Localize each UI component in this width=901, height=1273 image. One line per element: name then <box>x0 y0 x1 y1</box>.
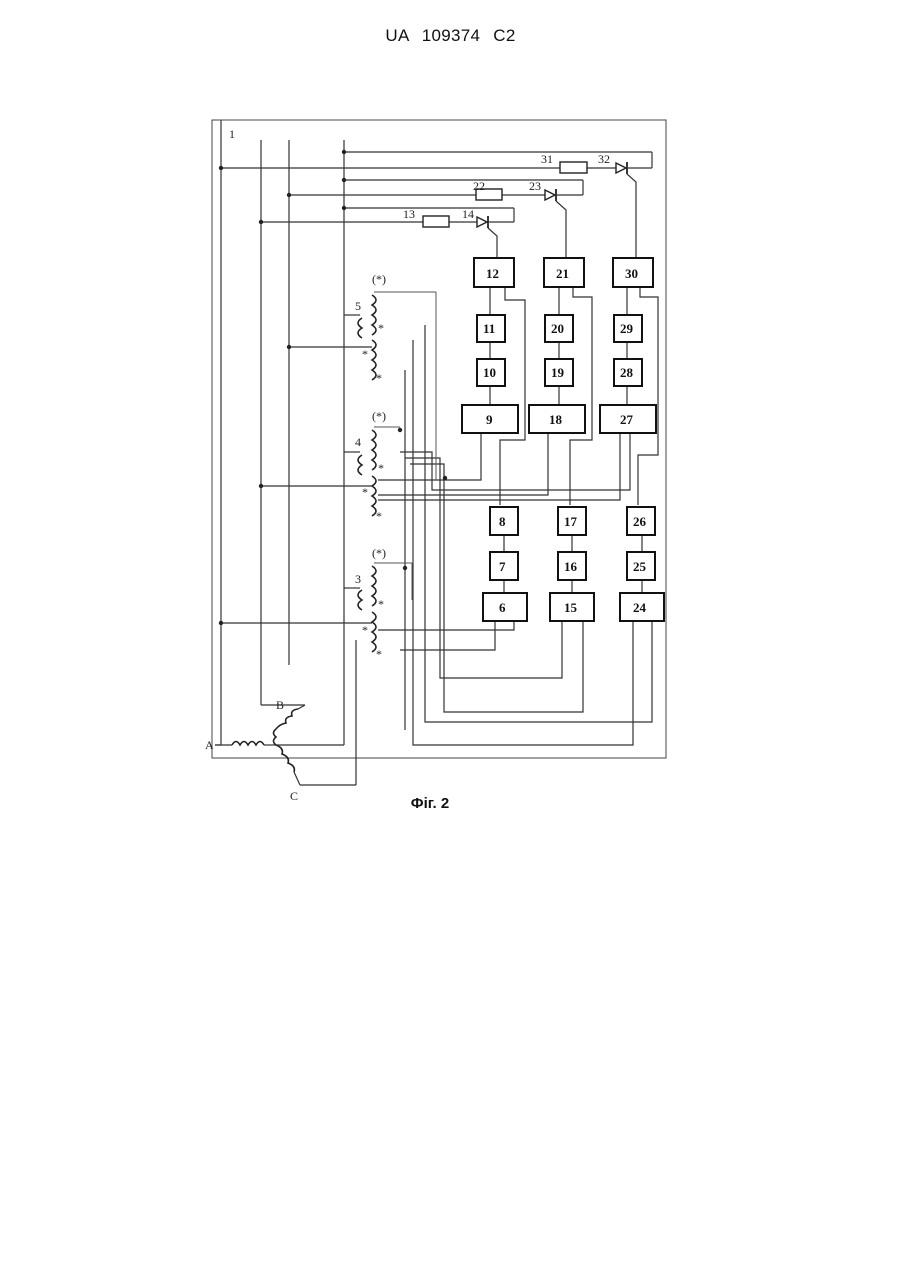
star-mark: * <box>362 485 368 499</box>
polarity-mark-4: (*) <box>372 409 386 423</box>
block-label-11: 11 <box>483 321 495 336</box>
diode-label-23: 23 <box>529 179 541 193</box>
block-label-8: 8 <box>499 514 506 529</box>
phase-label-b: B <box>276 698 284 712</box>
diode-label-14: 14 <box>462 207 474 221</box>
block-label-30: 30 <box>625 266 638 281</box>
resistor-label-22: 22 <box>473 179 485 193</box>
polarity-mark-3: (*) <box>372 546 386 560</box>
block-label-17: 17 <box>564 514 578 529</box>
block-label-28: 28 <box>620 365 634 380</box>
polarity-mark-5: (*) <box>372 272 386 286</box>
star-mark: * <box>376 509 382 523</box>
block-label-6: 6 <box>499 600 506 615</box>
diode-32 <box>616 162 627 174</box>
star-mark: * <box>378 321 384 335</box>
transformer-label-5: 5 <box>355 299 361 313</box>
star-mark: * <box>376 371 382 385</box>
frame-label: 1 <box>229 127 235 141</box>
star-mark: * <box>362 623 368 637</box>
resistor-31 <box>560 162 587 173</box>
block-label-10: 10 <box>483 365 496 380</box>
star-mark: * <box>376 647 382 661</box>
block-label-24: 24 <box>633 600 647 615</box>
phase-label-a: A <box>205 738 214 752</box>
resistor-13 <box>423 216 449 227</box>
block-label-15: 15 <box>564 600 578 615</box>
diode-label-32: 32 <box>598 152 610 166</box>
block-label-12: 12 <box>486 266 499 281</box>
transformer-label-3: 3 <box>355 572 361 586</box>
block-label-18: 18 <box>549 412 563 427</box>
three-phase-source <box>215 705 356 785</box>
block-label-9: 9 <box>486 412 493 427</box>
block-label-27: 27 <box>620 412 634 427</box>
transformer-3 <box>358 563 412 652</box>
block-label-20: 20 <box>551 321 564 336</box>
block-label-29: 29 <box>620 321 634 336</box>
block-label-21: 21 <box>556 266 569 281</box>
star-mark: * <box>378 461 384 475</box>
block-label-26: 26 <box>633 514 647 529</box>
resistor-label-13: 13 <box>403 207 415 221</box>
diode-14 <box>477 216 488 228</box>
figure-caption: Фіг. 2 <box>380 795 480 812</box>
star-mark: * <box>378 597 384 611</box>
phase-label-c: C <box>290 789 298 803</box>
resistor-label-31: 31 <box>541 152 553 166</box>
block-label-19: 19 <box>551 365 565 380</box>
transformer-label-4: 4 <box>355 435 361 449</box>
diode-23 <box>545 189 556 201</box>
block-label-16: 16 <box>564 559 578 574</box>
star-mark: * <box>362 347 368 361</box>
block-label-25: 25 <box>633 559 647 574</box>
block-label-7: 7 <box>499 559 506 574</box>
